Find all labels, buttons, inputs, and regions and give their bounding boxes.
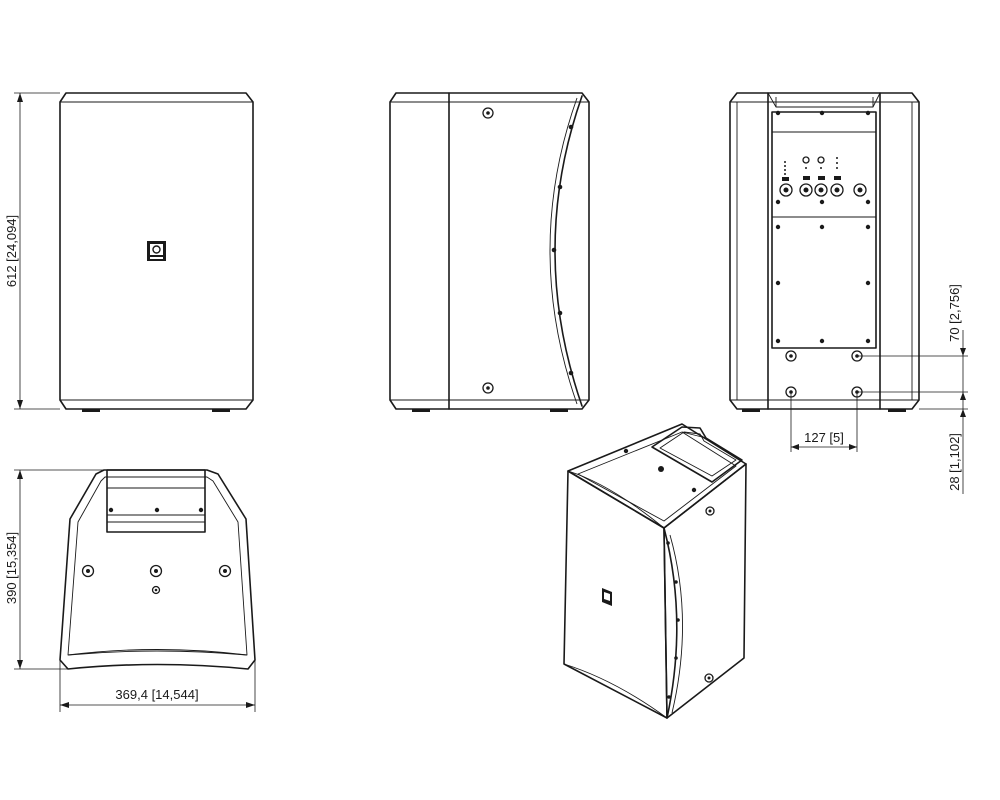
- height-label: 612 [24,094]: [4, 215, 19, 287]
- iso-logo-icon: [602, 588, 612, 606]
- logo-icon: [147, 241, 166, 261]
- height-dimension: 612 [24,094]: [4, 92, 60, 410]
- mount-horizontal-dimension: 127 [5]: [790, 392, 858, 452]
- width-label: 369,4 [14,544]: [115, 687, 198, 702]
- connector-panel: [779, 156, 867, 197]
- front-view: [59, 92, 254, 412]
- isometric-view: [563, 423, 747, 719]
- mount-vertical-dimension: 70 [2,756] 28 [1,102]: [857, 284, 968, 494]
- mount-horizontal-label: 127 [5]: [804, 430, 844, 445]
- rear-view: [729, 92, 920, 412]
- mount-vertical-label: 70 [2,756]: [947, 284, 962, 342]
- mount-offset-label: 28 [1,102]: [947, 433, 962, 491]
- top-view: [59, 469, 256, 670]
- width-dimension: 369,4 [14,544]: [59, 660, 256, 712]
- depth-label: 390 [15,354]: [4, 532, 19, 604]
- depth-dimension: 390 [15,354]: [4, 469, 104, 670]
- side-view: [389, 92, 590, 412]
